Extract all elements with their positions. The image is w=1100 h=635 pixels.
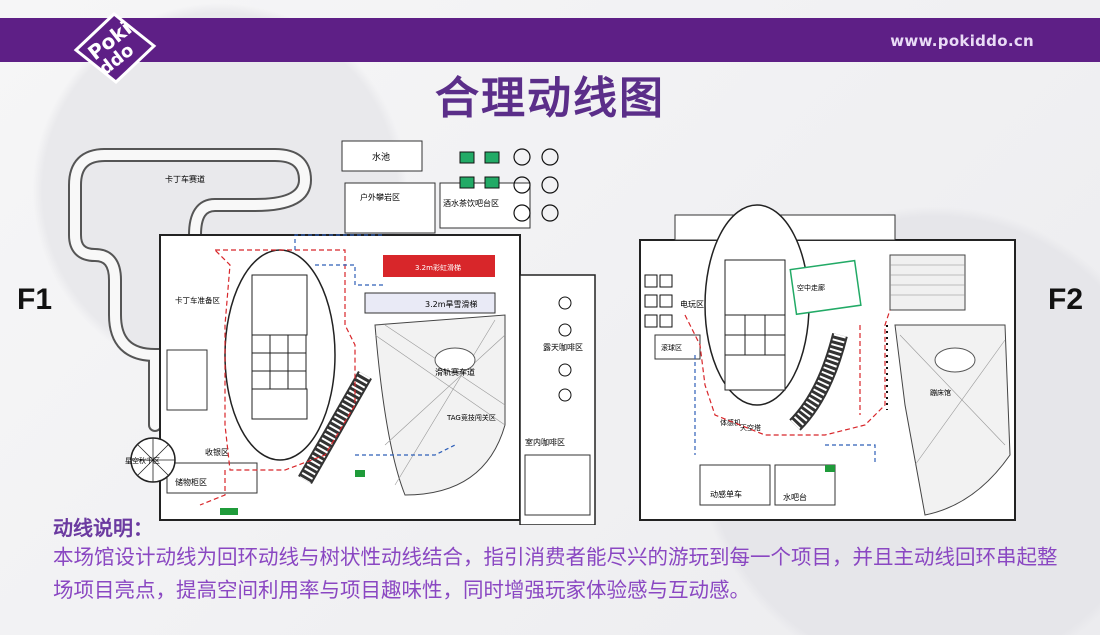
floor-label-f2: F2 xyxy=(1048,283,1084,316)
label-cashier: 收银区 xyxy=(205,447,229,457)
label-bar-area: 酒水茶饮吧台区 xyxy=(443,198,499,208)
label-arcade: 电玩区 xyxy=(680,299,704,309)
label-tag-arena: TAG竞技闯关区 xyxy=(446,413,496,422)
floor-plan-f1: 卡丁车赛道 水池 户外攀岩区 酒水茶饮吧台区 3.2m彩虹滑梯 3.2m旱雪滑梯 xyxy=(68,140,596,525)
pokiddo-logo: Poki ddo xyxy=(73,12,157,84)
label-sky-cafe: 露天咖啡区 xyxy=(543,342,583,352)
label-sled: 滑轨赛车道 xyxy=(435,367,475,377)
label-tower: 天空塔 xyxy=(740,423,761,432)
label-indoor-cafe: 室内咖啡区 xyxy=(525,437,565,447)
page-title: 合理动线图 xyxy=(435,73,665,124)
label-sky-bridge: 空中走廊 xyxy=(797,283,825,292)
label-karting-track: 卡丁车赛道 xyxy=(165,174,205,184)
label-slide-blue: 3.2m旱雪滑梯 xyxy=(425,299,478,309)
label-water-bar: 水吧台 xyxy=(783,492,807,502)
notes-body: 本场馆设计动线为回环动线与树状性动线结合，指引消费者能尽兴的游玩到每一个项目，并… xyxy=(53,545,1058,602)
floor-plan-f2: 电玩区 滚球区 天空塔 空中走廊 蹦床馆 体感机 动感单车 水吧台 xyxy=(639,204,1016,521)
label-karting-prep: 卡丁车准备区 xyxy=(175,295,220,305)
notes-heading: 动线说明： xyxy=(53,516,153,540)
site-url[interactable]: www.pokiddo.cn xyxy=(890,32,1034,50)
header-bar xyxy=(0,18,1100,62)
label-outdoor-climbing: 户外攀岩区 xyxy=(360,192,400,202)
label-dynamic-bike: 动感单车 xyxy=(710,489,742,499)
label-vr: 体感机 xyxy=(720,418,741,427)
label-slide-red: 3.2m彩虹滑梯 xyxy=(415,263,461,272)
label-pool: 水池 xyxy=(372,151,390,163)
label-storage: 储物柜区 xyxy=(175,477,207,487)
label-balls: 滚球区 xyxy=(661,343,682,352)
floor-label-f1: F1 xyxy=(17,283,53,316)
label-playground: 星空秋千区 xyxy=(125,456,160,465)
label-trampoline: 蹦床馆 xyxy=(930,388,951,397)
